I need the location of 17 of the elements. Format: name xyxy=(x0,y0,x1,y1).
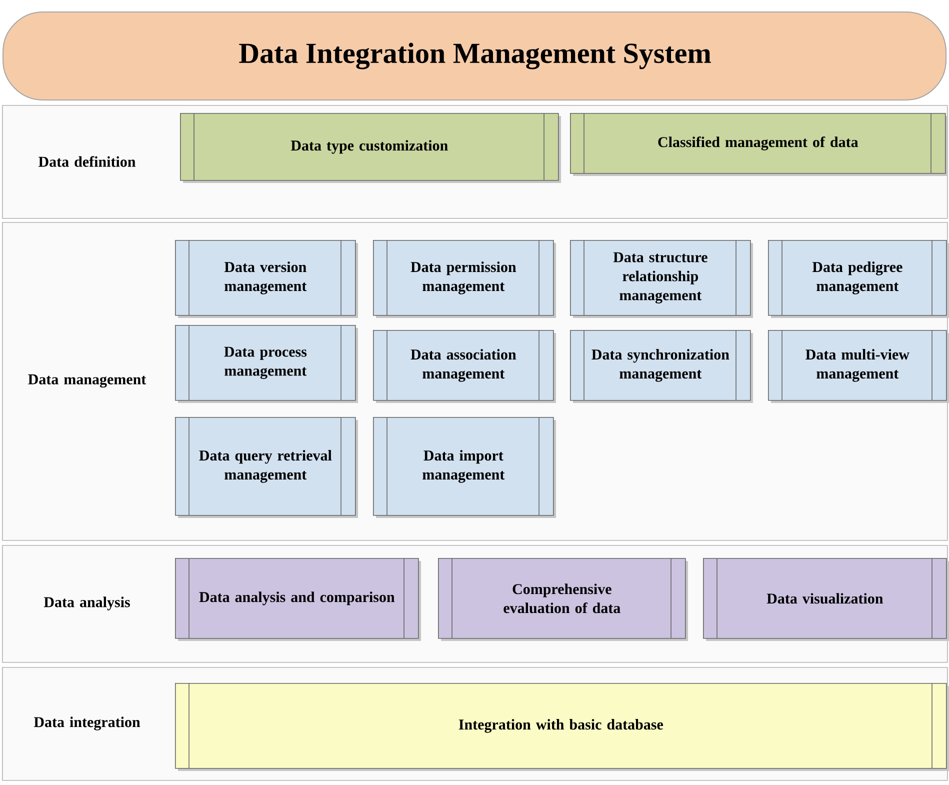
process-box: Data pedigree management xyxy=(768,240,949,318)
process-box: Data synchronization management xyxy=(570,330,753,403)
title-banner: Data Integration Management System xyxy=(2,12,946,100)
process-box: Comprehensive evaluation of data xyxy=(438,558,688,641)
process-box: Data import management xyxy=(373,416,556,518)
process-box: Data process management xyxy=(175,324,358,403)
process-box: Data query retrieval management xyxy=(175,416,358,518)
process-box: Data visualization xyxy=(703,558,949,641)
process-box: Data structure relationship management xyxy=(570,240,753,318)
process-box: Data type customization xyxy=(180,112,561,183)
process-box: Data association management xyxy=(373,330,556,403)
process-box: Integration with basic database xyxy=(175,682,949,771)
process-box: Data multi-view management xyxy=(768,330,949,403)
process-box: Data version management xyxy=(175,240,358,318)
process-box: Data analysis and comparison xyxy=(175,558,421,641)
process-box: Data permission management xyxy=(373,240,556,318)
process-box: Classified management of data xyxy=(570,112,948,176)
